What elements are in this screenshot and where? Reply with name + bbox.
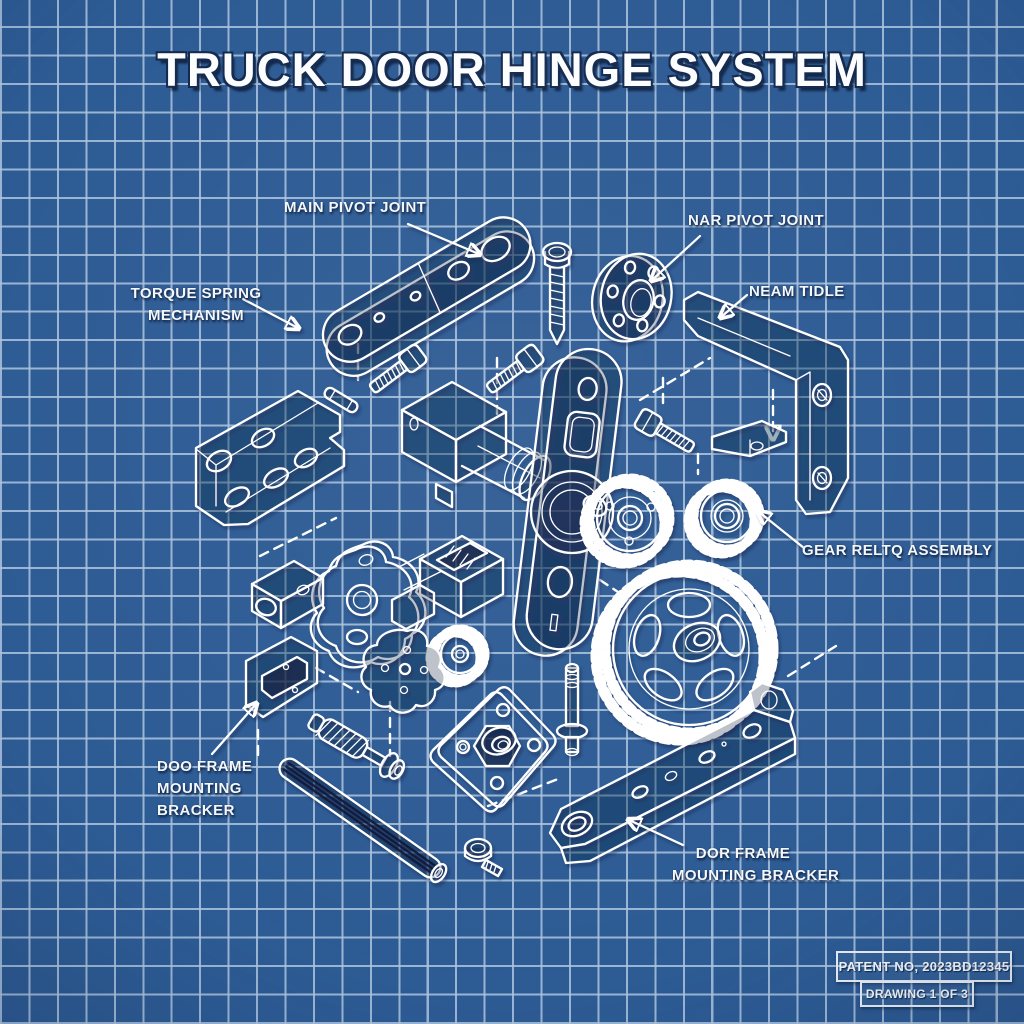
assembly-dashed-lines (256, 342, 838, 808)
label-neam-tidle: NEAM TIDLE (749, 281, 845, 303)
part-spring-screw (307, 713, 406, 780)
part-main-drive-gear (590, 559, 779, 746)
part-splined-rod (278, 757, 448, 884)
label-text: NEAM TIDLE (749, 283, 845, 300)
part-clamp-pin (323, 386, 359, 414)
label-door-frame-right: DOR FRAME MOUNTING BRACKER (672, 843, 840, 887)
part-drive-gear-medium (579, 473, 675, 569)
label-text: GEAR RELTQ ASSEMBLY (802, 542, 993, 559)
leader-arrows (210, 222, 806, 847)
label-door-frame-left: DOO FRAME MOUNTING BRACKER (157, 756, 252, 822)
part-slide-block (390, 534, 505, 631)
label-main-pivot-joint: MAIN PIVOT JOINT (284, 197, 426, 219)
label-gear-assembly: GEAR RELTQ ASSEMBLY (802, 540, 992, 562)
label-text: BRACKER (157, 802, 235, 819)
label-text: TORQUE SPRING (130, 285, 262, 302)
part-corner-mounting-bracket (194, 389, 346, 527)
part-door-frame-mounting-bar (548, 681, 797, 865)
label-text: MECHANISM (147, 307, 245, 324)
part-rivet-fastener (463, 837, 504, 878)
drawing-no-text: DRAWING 1 OF 3 (865, 987, 969, 1001)
part-flange-disc (590, 252, 673, 343)
label-text: DOR FRAME (695, 845, 791, 862)
part-lobed-flange-plate (309, 540, 427, 669)
label-torque-spring-mechanism: TORQUE SPRING MECHANISM (126, 283, 266, 327)
part-star-cam-gear (360, 624, 490, 714)
title-block-patent-no: PATENT NO, 2023BD12345 (836, 951, 1012, 982)
part-drive-gear-small (683, 478, 765, 559)
label-text: MOUNTING BRACKER (672, 867, 840, 884)
part-hex-bolt-vertical (541, 241, 573, 346)
part-frame-angle-bracket (682, 290, 850, 516)
label-text: DOO FRAME (157, 758, 253, 775)
part-main-pivot-arm (321, 216, 536, 377)
page-title: TRUCK DOOR HINGE SYSTEM (157, 43, 867, 96)
part-mounting-plate-hex-boss (429, 686, 557, 813)
patent-no-text: PATENT NO, 2023BD12345 (838, 959, 1010, 974)
part-slotted-bracket (244, 635, 319, 719)
title-block-drawing-no: DRAWING 1 OF 3 (860, 981, 974, 1007)
label-text: NAR PIVOT JOINT (688, 212, 825, 229)
part-clevis-pin (555, 662, 589, 757)
label-text: MOUNTING (157, 780, 242, 797)
part-wedge-clip (710, 419, 788, 458)
label-nar-pivot-joint: NAR PIVOT JOINT (688, 210, 824, 232)
part-spacer-block (250, 559, 325, 630)
label-text: MAIN PIVOT JOINT (284, 199, 427, 216)
